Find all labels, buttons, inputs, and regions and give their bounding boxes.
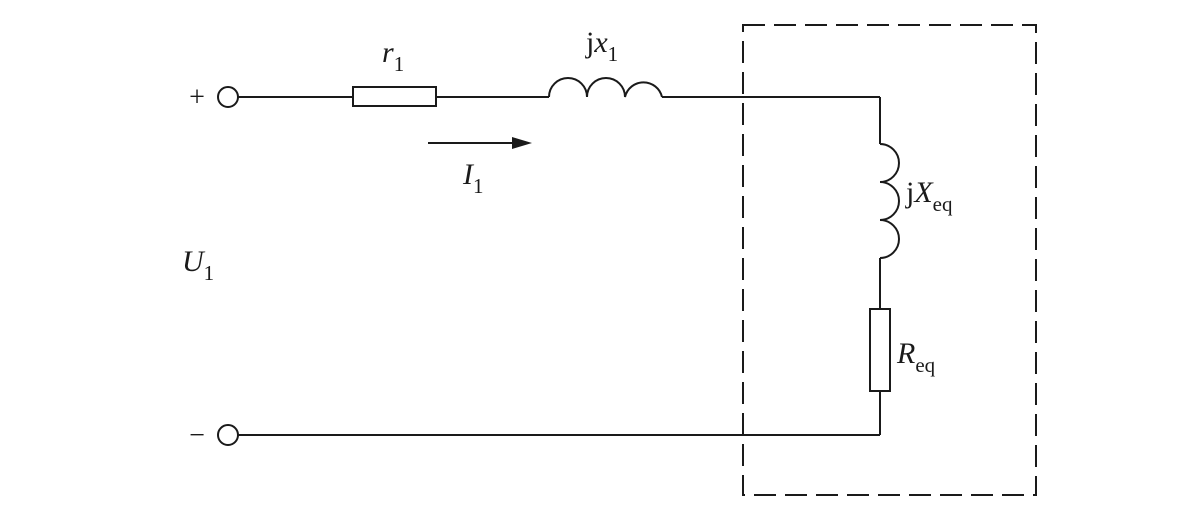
label-U1: U1 bbox=[182, 245, 214, 285]
current-arrow-head bbox=[512, 137, 532, 149]
resistor-r1 bbox=[352, 86, 437, 107]
equivalent-box bbox=[742, 24, 1037, 496]
terminal-plus bbox=[217, 86, 239, 108]
label-jx1: jx1 bbox=[585, 26, 618, 66]
inductor-jx1 bbox=[548, 77, 663, 98]
terminal-minus bbox=[217, 424, 239, 446]
resistor-Req bbox=[869, 308, 891, 392]
label-Req: Req bbox=[896, 337, 936, 377]
label-jXeq: jXeq bbox=[905, 176, 953, 216]
label-r1: r1 bbox=[382, 36, 404, 76]
plus-sign: + bbox=[189, 82, 205, 113]
minus-sign: − bbox=[189, 420, 205, 451]
inductor-jXeq bbox=[879, 143, 900, 259]
label-I1: I1 bbox=[462, 158, 484, 198]
